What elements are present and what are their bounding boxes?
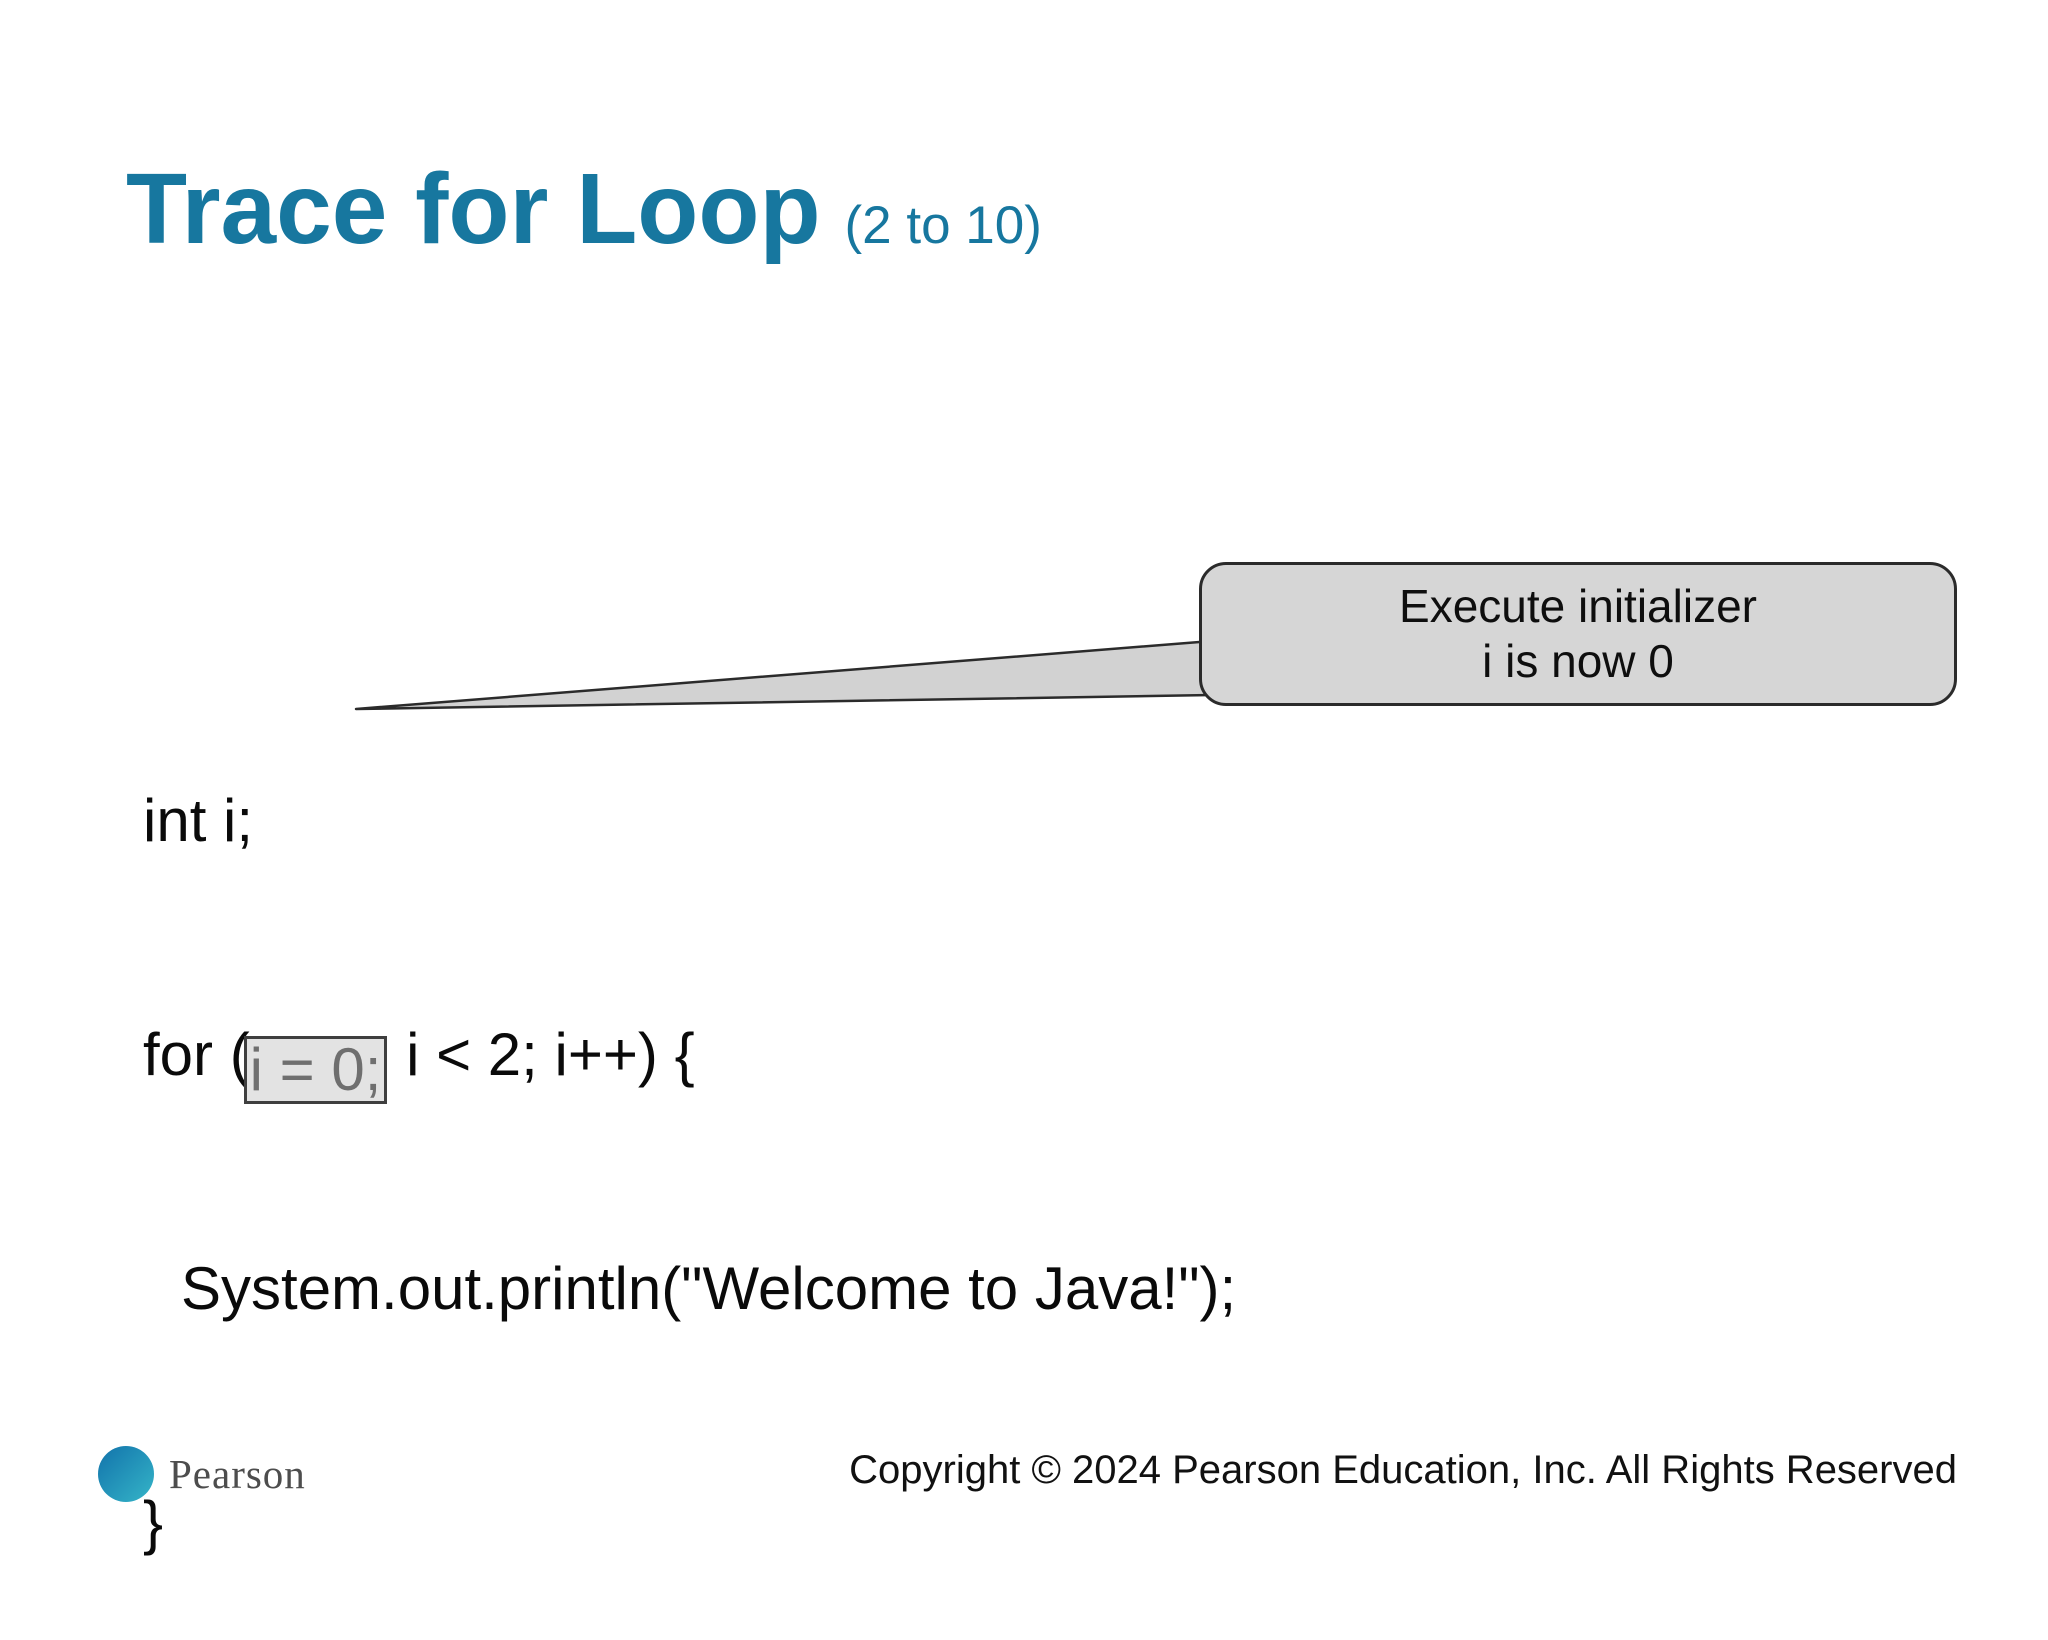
callout-bubble: Execute initializer i is now 0	[1199, 562, 1957, 706]
copyright-text: Copyright © 2024 Pearson Education, Inc.…	[849, 1448, 1957, 1492]
footer-brand: Pearson	[97, 1444, 306, 1504]
code-line-1: int i;	[143, 787, 254, 854]
code-block: int i; for (i = 0; i < 2; i++) { System.…	[143, 626, 1236, 1640]
pearson-logo-icon	[98, 1446, 154, 1502]
slide-title: Trace for Loop	[126, 153, 821, 265]
callout-line-1: Execute initializer	[1399, 580, 1757, 632]
code-line-2-rest: i < 2; i++) {	[389, 1021, 695, 1088]
code-line-4: }	[143, 1489, 164, 1556]
code-line-3: System.out.println("Welcome to Java!");	[181, 1255, 1237, 1322]
callout-line-2: i is now 0	[1482, 635, 1674, 687]
brand-wordmark: Pearson	[169, 1451, 306, 1497]
slide-title-suffix: (2 to 10)	[844, 196, 1042, 255]
slide-title-row: Trace for Loop (2 to 10)	[126, 152, 1042, 267]
code-line-2: for (i = 0; i < 2; i++) {	[143, 1016, 1236, 1104]
code-line-2-prefix: for (	[143, 1021, 250, 1088]
initializer-highlight-box: i = 0;	[243, 1036, 388, 1104]
